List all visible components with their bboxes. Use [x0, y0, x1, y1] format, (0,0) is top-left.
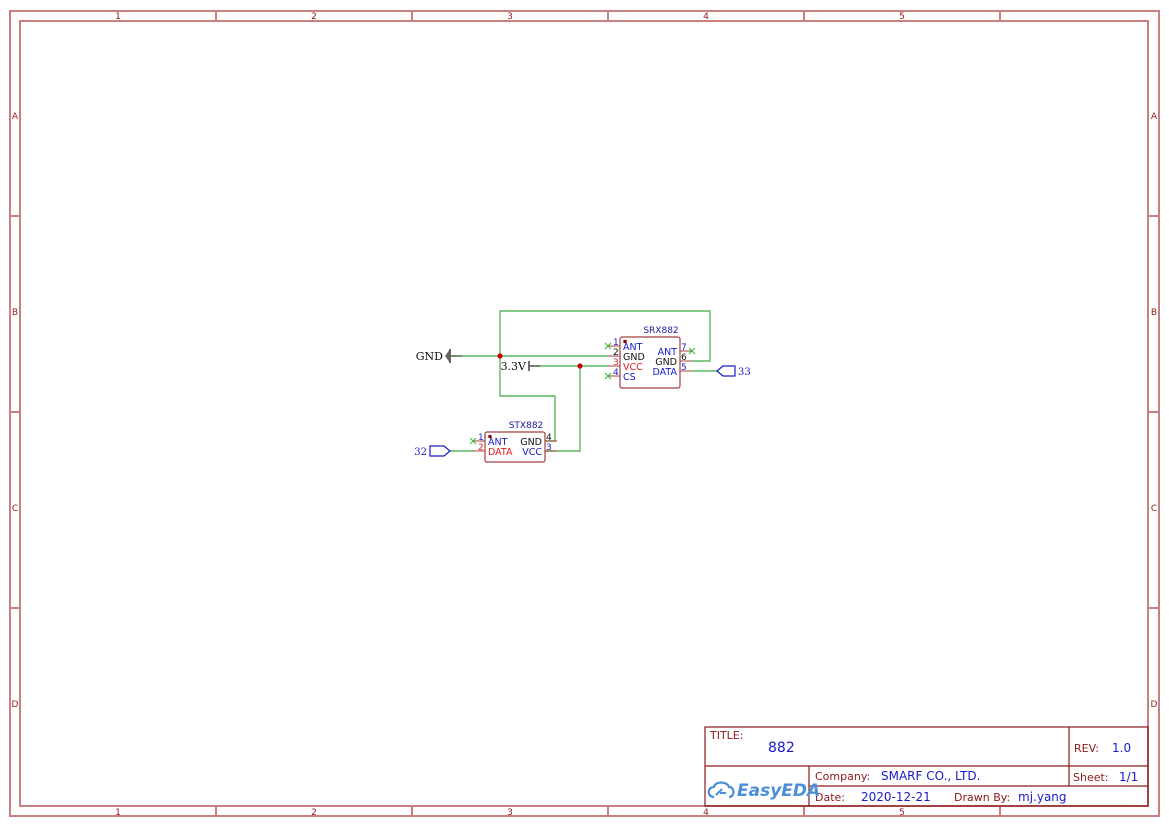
srx-pin3-num: 3: [613, 358, 619, 368]
stx-pin3-num: 3: [546, 443, 552, 453]
row-label-right-d: D: [1151, 700, 1158, 710]
no-connect-icon: [469, 437, 477, 445]
stx-pin3-label: VCC: [522, 447, 542, 458]
company-value: SMARF CO., LTD.: [881, 769, 980, 783]
date-label: Date:: [815, 791, 845, 804]
row-label-right-b: B: [1151, 308, 1157, 318]
no-connect-icon: [604, 342, 696, 380]
stx-pin1-label: ANT: [488, 437, 508, 448]
zone-labels: 1 2 3 4 5 1 2 3 4 5 A B C D A B C D: [12, 12, 1158, 818]
sheet-frame: [9, 10, 1160, 817]
row-label-left-a: A: [12, 112, 19, 122]
vcc-power-symbol[interactable]: 3.3V: [501, 360, 540, 373]
stx-pin4-label: GND: [520, 437, 542, 448]
gnd-power-symbol[interactable]: GND: [416, 349, 462, 363]
vcc-label: 3.3V: [501, 360, 527, 373]
srx-pin5-label: DATA: [653, 367, 678, 378]
drawn-by-label: Drawn By:: [954, 791, 1010, 804]
pin1-marker-icon: [623, 339, 627, 344]
gnd-label: GND: [416, 350, 443, 363]
col-label-top-3: 3: [507, 12, 513, 22]
col-label-bottom-3: 3: [507, 808, 513, 818]
row-label-left-d: D: [12, 700, 19, 710]
srx-pin7-label: ANT: [658, 347, 678, 358]
easyeda-logo: EasyEDA: [707, 781, 820, 801]
net-flag-33[interactable]: 33: [716, 365, 751, 378]
col-label-bottom-5: 5: [899, 808, 905, 818]
stx-pin1-num: 1: [478, 433, 484, 443]
stx882-name: STX882: [509, 421, 544, 431]
srx-pin4-num: 4: [613, 368, 619, 378]
col-label-bottom-1: 1: [115, 808, 121, 818]
logo-text: EasyEDA: [737, 781, 820, 801]
srx-pin3-label: VCC: [623, 362, 643, 373]
part-srx882[interactable]: SRX882 1 2 3 4 ANT GND VCC CS 7 6 5 ANT …: [608, 326, 692, 389]
net-flag-32[interactable]: 32: [414, 445, 451, 458]
col-label-bottom-4: 4: [703, 808, 709, 818]
sheet-label: Sheet:: [1073, 771, 1109, 784]
row-label-left-c: C: [12, 504, 18, 514]
srx-pin2-label: GND: [623, 352, 645, 363]
net-port-icon: [716, 365, 736, 377]
ground-icon: [445, 349, 450, 363]
part-stx882[interactable]: STX882 1 2 ANT DATA 4 3 GND VCC: [473, 421, 557, 463]
rev-label: REV:: [1074, 742, 1099, 755]
srx-pin5-num: 5: [681, 363, 687, 373]
title-block: TITLE: 882 REV: 1.0 Company: SMARF CO., …: [704, 726, 1149, 807]
col-label-top-2: 2: [311, 12, 317, 22]
junction-gnd: [497, 353, 503, 359]
drawn-by-value: mj.yang: [1018, 790, 1067, 804]
stx-pin2-label: DATA: [488, 447, 513, 458]
row-label-right-c: C: [1151, 504, 1157, 514]
net-port-icon: [429, 445, 451, 457]
stx-pin4-num: 4: [546, 433, 552, 443]
cloud-icon: [707, 781, 735, 799]
srx-pin1-label: ANT: [623, 342, 643, 353]
col-label-bottom-2: 2: [311, 808, 317, 818]
stx-pin2-num: 2: [478, 443, 484, 453]
net-flag-33-label: 33: [738, 367, 751, 378]
title-value: 882: [768, 740, 795, 756]
company-label: Company:: [815, 770, 870, 783]
wire-gnd-loop-top[interactable]: [499, 310, 711, 362]
srx-pin1-num: 1: [613, 338, 619, 348]
srx-pin7-num: 7: [681, 343, 687, 353]
srx-pin6-label: GND: [655, 357, 677, 368]
srx-pin6-num: 6: [681, 353, 687, 363]
title-label: TITLE:: [709, 729, 743, 742]
col-label-top-1: 1: [115, 12, 121, 22]
pin1-marker-icon: [488, 434, 492, 439]
srx-pin4-label: CS: [623, 372, 636, 383]
row-label-right-a: A: [1151, 112, 1158, 122]
col-label-top-5: 5: [899, 12, 905, 22]
col-label-top-4: 4: [703, 12, 709, 22]
row-label-left-b: B: [12, 308, 18, 318]
date-value: 2020-12-21: [861, 790, 931, 804]
net-flag-32-label: 32: [414, 447, 427, 458]
rev-value: 1.0: [1112, 741, 1131, 755]
srx882-name: SRX882: [643, 326, 678, 336]
srx-pin2-num: 2: [613, 348, 619, 358]
junction-vcc: [577, 363, 583, 369]
sheet-value: 1/1: [1119, 770, 1138, 784]
